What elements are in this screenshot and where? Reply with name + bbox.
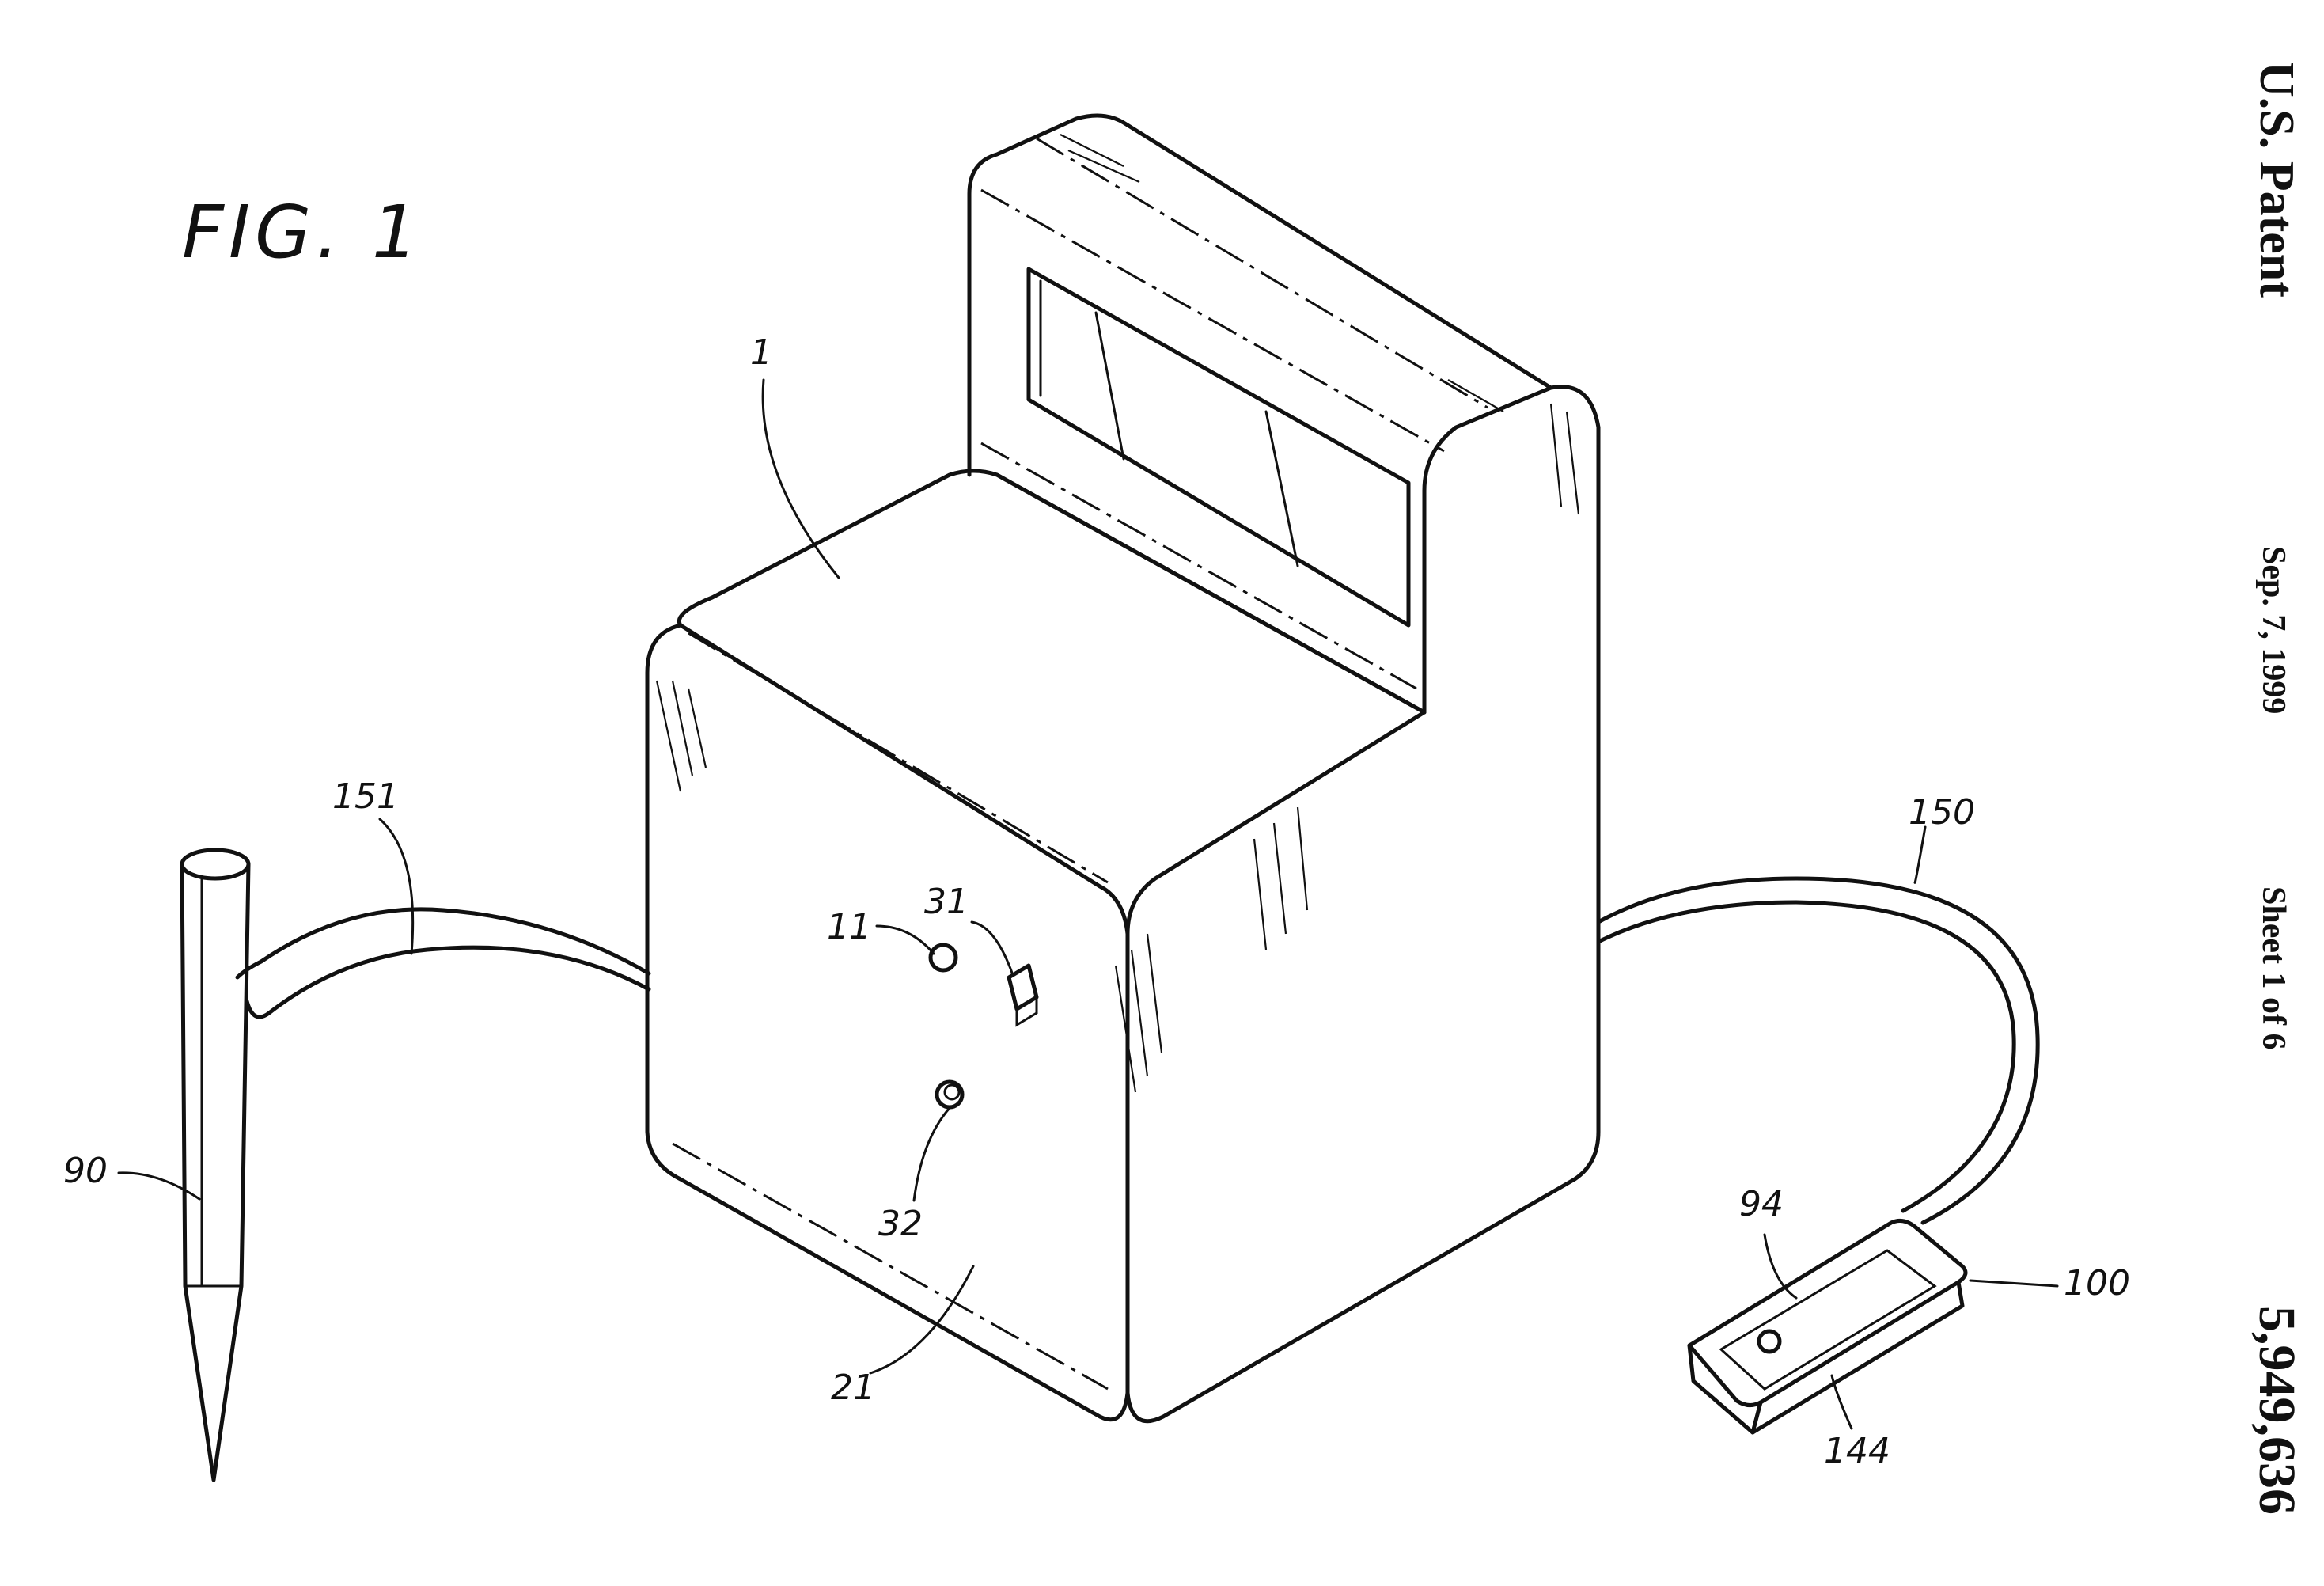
pad-100	[1687, 1218, 1968, 1435]
cable-151	[235, 907, 651, 1019]
display-window	[1026, 267, 1411, 628]
ref-pad-100: 100	[2064, 1263, 2130, 1303]
ref-pad-base-144: 144	[1824, 1431, 1890, 1471]
leader-lines	[117, 378, 2059, 1430]
ref-front-panel-21: 21	[831, 1368, 875, 1408]
stake-90	[180, 848, 251, 1482]
ref-switch-31: 31	[924, 882, 969, 922]
edge-hatching	[655, 134, 1580, 1093]
ref-cable-151: 151	[332, 776, 399, 817]
figure-title: FIG. 1	[182, 190, 423, 275]
front-panel-outline	[645, 623, 1130, 1422]
side-panel-outline	[1125, 385, 1601, 1424]
top-surface-outline	[677, 469, 1427, 715]
cable-150	[1596, 876, 2040, 1225]
knob-32	[935, 1079, 965, 1110]
ref-button-11: 11	[827, 907, 871, 947]
ref-stake-90: 90	[63, 1151, 108, 1191]
switch-31	[1007, 963, 1039, 1027]
ref-cable-150: 150	[1909, 792, 1975, 833]
button-11	[928, 943, 958, 973]
back-block-outline	[967, 113, 1553, 477]
ref-pad-top-94: 94	[1739, 1184, 1784, 1224]
ref-housing-1: 1	[750, 332, 772, 373]
ref-knob-32: 32	[878, 1204, 923, 1244]
housing	[645, 113, 1601, 1424]
